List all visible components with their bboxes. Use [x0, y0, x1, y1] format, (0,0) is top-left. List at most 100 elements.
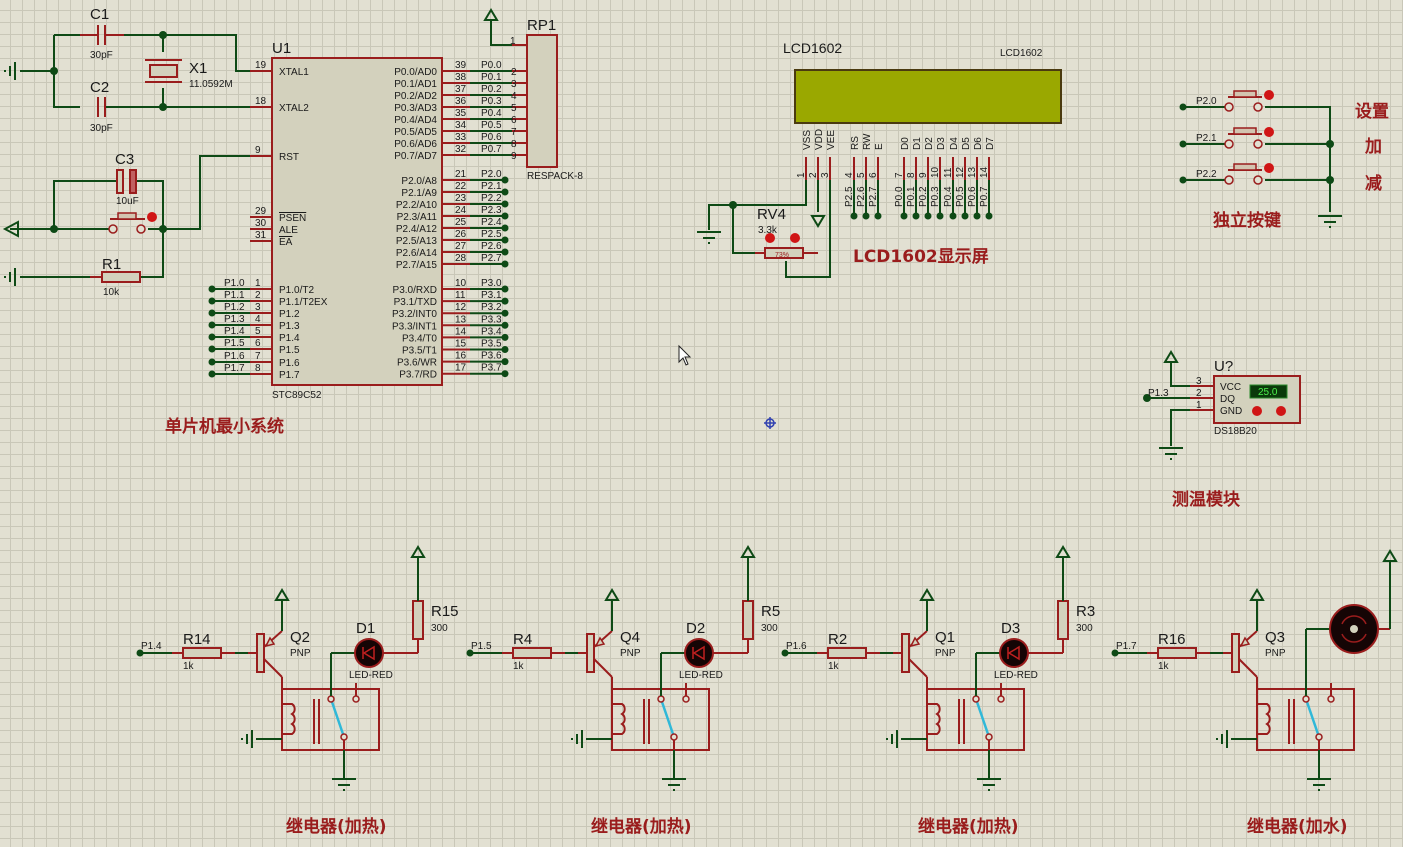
net-terminal[interactable] [850, 212, 858, 220]
capacitor-c2[interactable]: C2 30pF [90, 79, 113, 134]
net-terminal[interactable] [501, 309, 509, 317]
net-terminal[interactable] [501, 260, 509, 268]
base-resistor[interactable] [1157, 647, 1197, 659]
potentiometer-rv4[interactable]: 73% RV4 3.3k [755, 206, 818, 259]
net-terminal[interactable] [961, 212, 969, 220]
capacitor-c1[interactable]: C1 30pF [80, 6, 124, 61]
net-terminal[interactable] [501, 188, 509, 196]
push-button-P2.0[interactable]: P2.0 [1179, 90, 1275, 112]
push-button-P2.1[interactable]: P2.1 [1179, 127, 1275, 149]
net-terminal[interactable] [936, 212, 944, 220]
resistor-r1[interactable]: R1 10k [90, 256, 141, 298]
net-terminal[interactable] [208, 309, 216, 317]
net-terminal[interactable] [208, 321, 216, 329]
net-terminal[interactable] [501, 321, 509, 329]
net-terminal[interactable] [874, 212, 882, 220]
motor-icon[interactable] [1329, 604, 1379, 654]
net-terminal[interactable] [208, 297, 216, 305]
base-resistor[interactable] [512, 647, 552, 659]
mcu-u1[interactable]: U1 STC89C52 19XTAL118XTAL29RST29PSEN30AL… [208, 40, 528, 401]
net-terminal[interactable] [208, 345, 216, 353]
base-resistor[interactable] [182, 647, 222, 659]
resistor-pack-rp1[interactable]: 1 RP1 RESPACK-8 [484, 9, 583, 182]
base-resistor[interactable] [827, 647, 867, 659]
net-terminal[interactable] [501, 200, 509, 208]
temp-up-button[interactable] [1276, 406, 1286, 416]
mcu-pin-6[interactable]: 6P1.5P1.5 [208, 338, 301, 356]
net-terminal[interactable] [208, 358, 216, 366]
mcu-pin-8[interactable]: 8P1.7P1.7 [208, 363, 301, 381]
pnp-transistor[interactable] [256, 633, 265, 673]
net-terminal[interactable] [501, 224, 509, 232]
pnp-transistor[interactable] [586, 633, 595, 673]
net-terminal[interactable] [985, 212, 993, 220]
net-terminal[interactable] [501, 248, 509, 256]
net-terminal[interactable] [501, 176, 509, 184]
crystal-x1[interactable]: X1 11.0592M [145, 59, 233, 90]
net-terminal[interactable] [862, 212, 870, 220]
net-terminal[interactable] [501, 297, 509, 305]
push-button-P2.2[interactable]: P2.2 [1179, 163, 1275, 185]
load-resistor[interactable] [1057, 600, 1069, 640]
net-terminal[interactable] [912, 212, 920, 220]
mcu-pin-7[interactable]: 7P1.6P1.6 [208, 351, 301, 369]
net-terminal[interactable] [924, 212, 932, 220]
net-terminal[interactable] [501, 358, 509, 366]
net-terminal[interactable] [501, 236, 509, 244]
net-terminal[interactable] [501, 285, 509, 293]
net-terminal[interactable] [501, 212, 509, 220]
temp-section[interactable]: 3 2 1 P1.3 VCC DQ GND 25.0 DS18B20 U? 测温… [1143, 351, 1301, 510]
net-terminal[interactable] [973, 212, 981, 220]
net-terminal[interactable] [900, 212, 908, 220]
led-red[interactable] [354, 638, 384, 668]
net-terminal[interactable] [501, 333, 509, 341]
net-terminal[interactable] [501, 370, 509, 378]
mcu-pin-5[interactable]: 5P1.4P1.4 [208, 326, 301, 344]
load-resistor[interactable] [742, 600, 754, 640]
net-terminal[interactable] [208, 370, 216, 378]
pnp-transistor[interactable] [901, 633, 910, 673]
led-red[interactable] [999, 638, 1029, 668]
mcu-pin-3[interactable]: 3P1.2P1.2 [208, 302, 301, 320]
capacitor-c3[interactable]: C3 10uF [115, 151, 139, 207]
reset-button[interactable] [108, 212, 157, 234]
